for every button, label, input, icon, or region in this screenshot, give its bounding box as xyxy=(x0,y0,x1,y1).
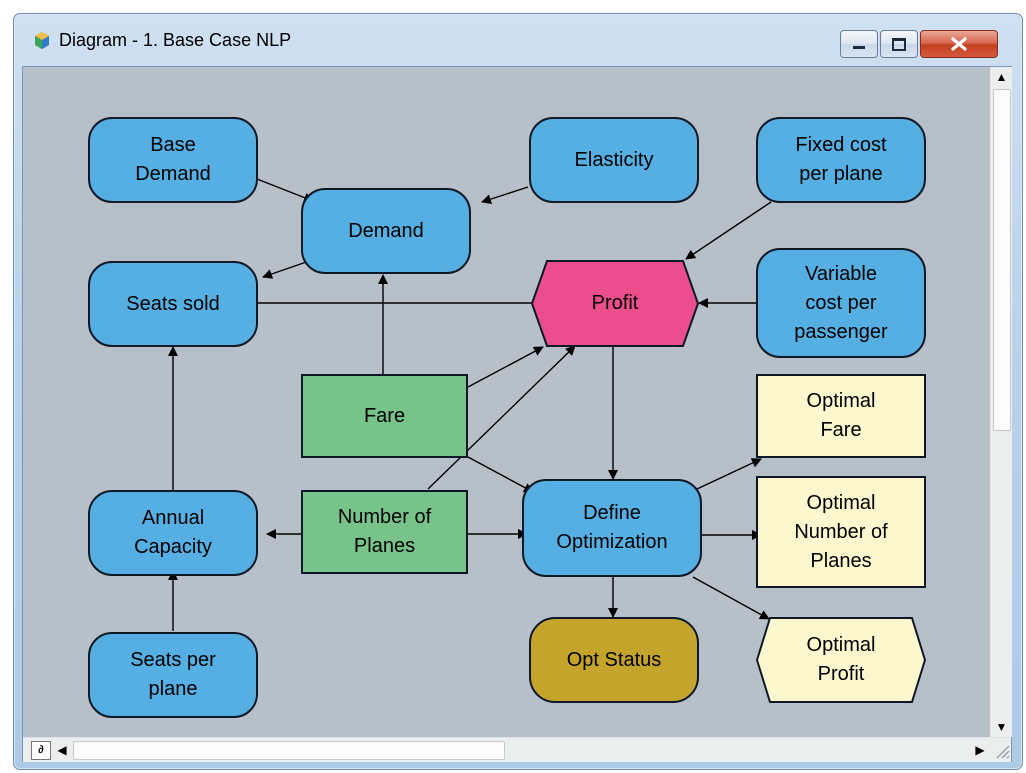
node-define-optimization[interactable]: Define Optimization xyxy=(522,479,702,577)
profit-hexagon-shape xyxy=(531,260,699,347)
optimal-profit-label: Optimal Profit xyxy=(806,634,876,685)
node-variable-cost-per-passenger[interactable]: Variable cost per passenger xyxy=(756,248,926,358)
node-fare[interactable]: Fare xyxy=(301,374,468,458)
diagram-client-area: Base Demand Elasticity Fixed cost per pl… xyxy=(22,66,1012,762)
analytica-app-icon xyxy=(35,32,49,49)
resize-grip-icon[interactable] xyxy=(991,740,1011,760)
node-opt-status[interactable]: Opt Status xyxy=(529,617,699,703)
scroll-up-icon[interactable]: ▲ xyxy=(995,70,1008,84)
node-number-of-planes[interactable]: Number of Planes xyxy=(301,490,468,574)
node-seats-per-plane[interactable]: Seats per plane xyxy=(88,632,258,718)
node-fixed-cost-per-plane[interactable]: Fixed cost per plane xyxy=(756,117,926,203)
vertical-scroll-thumb[interactable] xyxy=(993,89,1011,431)
maximize-button[interactable] xyxy=(880,30,918,58)
pane-toggle-button[interactable]: ∂ xyxy=(31,741,51,760)
node-elasticity[interactable]: Elasticity xyxy=(529,117,699,203)
dependency-arrows xyxy=(168,178,772,631)
minimize-button[interactable] xyxy=(840,30,878,58)
horizontal-scroll-thumb[interactable] xyxy=(73,741,505,760)
node-optimal-number-of-planes[interactable]: Optimal Number of Planes xyxy=(756,476,926,588)
maximize-icon xyxy=(892,38,906,51)
window-title: Diagram - 1. Base Case NLP xyxy=(59,30,292,50)
node-seats-sold[interactable]: Seats sold xyxy=(88,261,258,347)
optimal-profit-hexagon-shape xyxy=(756,617,926,703)
minimize-icon xyxy=(853,46,865,49)
scroll-down-icon[interactable]: ▼ xyxy=(995,720,1008,734)
vertical-scrollbar[interactable]: ▲ ▼ xyxy=(990,67,1012,737)
node-optimal-profit[interactable]: Optimal Profit xyxy=(756,617,926,703)
node-profit[interactable]: Profit xyxy=(531,260,699,347)
node-annual-capacity[interactable]: Annual Capacity xyxy=(88,490,258,576)
scroll-left-icon[interactable]: ◀ xyxy=(57,743,67,757)
influence-diagram-canvas[interactable]: Base Demand Elasticity Fixed cost per pl… xyxy=(23,67,990,737)
node-base-demand[interactable]: Base Demand xyxy=(88,117,258,203)
profit-label: Profit xyxy=(591,292,639,314)
title-bar[interactable]: Diagram - 1. Base Case NLP xyxy=(14,14,1022,58)
horizontal-scrollbar[interactable]: ∂ ◀ ▶ xyxy=(23,737,1011,762)
node-optimal-fare[interactable]: Optimal Fare xyxy=(756,374,926,458)
close-button[interactable] xyxy=(920,30,998,58)
scroll-right-icon[interactable]: ▶ xyxy=(975,743,985,757)
node-demand[interactable]: Demand xyxy=(301,188,471,274)
close-icon xyxy=(951,37,967,51)
diagram-window: Diagram - 1. Base Case NLP xyxy=(13,13,1023,770)
